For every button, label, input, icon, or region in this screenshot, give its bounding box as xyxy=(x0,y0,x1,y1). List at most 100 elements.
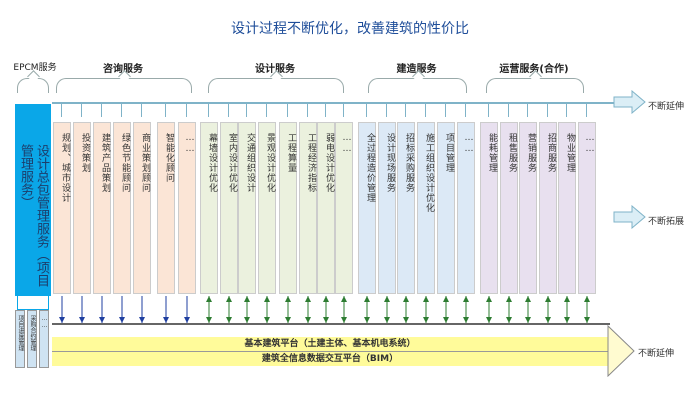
extend-label-top: 不断延伸 xyxy=(648,102,685,112)
service-column: …… xyxy=(457,122,475,294)
service-column: 绿色节能顾问 xyxy=(113,122,131,294)
double-arrow-icon xyxy=(584,296,590,323)
double-arrow-icon xyxy=(423,296,429,323)
service-column: 商业策划顾问 xyxy=(133,122,151,294)
service-column: 工程经济指标 xyxy=(299,122,317,294)
service-column: 交通组织设计 xyxy=(238,122,256,294)
timeline-tick xyxy=(121,103,122,117)
service-column: 弱电设计优化 xyxy=(317,122,335,294)
timeline-tick xyxy=(488,103,489,117)
down-arrow-icon xyxy=(119,296,125,323)
double-arrow-icon xyxy=(384,296,390,323)
timeline-tick xyxy=(165,103,166,117)
timeline-tick xyxy=(325,103,326,117)
timeline-tick xyxy=(186,103,187,117)
expand-label: 不断拓展 xyxy=(648,217,685,227)
timeline xyxy=(52,102,617,104)
timeline-tick xyxy=(547,103,548,117)
epcm-sub-item: …… xyxy=(39,310,49,368)
epcm-main-box: 设计总包管理服务（项目管理服务） xyxy=(15,104,51,296)
service-column: …… xyxy=(335,122,353,294)
service-column: 智能化顾问 xyxy=(157,122,175,294)
down-arrow-icon xyxy=(139,296,145,323)
group-brace xyxy=(368,78,467,93)
service-column: 全过程造价管理 xyxy=(358,122,376,294)
double-arrow-icon xyxy=(403,296,409,323)
down-arrow-icon xyxy=(99,296,105,323)
group-heading: 建造服务 xyxy=(396,64,437,75)
timeline-tick xyxy=(307,103,308,117)
double-arrow-icon xyxy=(226,296,232,323)
timeline-tick xyxy=(228,103,229,117)
down-arrow-icon xyxy=(79,296,85,323)
timeline-tick xyxy=(208,103,209,117)
timeline-tick xyxy=(386,103,387,117)
extend-arrow-icon xyxy=(613,90,646,114)
down-arrow-icon xyxy=(184,296,190,323)
group-brace xyxy=(208,78,344,93)
double-arrow-icon xyxy=(285,296,291,323)
platform-basic: 基本建筑平台（土建主体、基本机电系统） xyxy=(52,337,608,351)
epcm-sub-item: 采购合约管理 xyxy=(27,310,37,368)
down-arrow-icon xyxy=(59,296,65,323)
timeline-tick xyxy=(266,103,267,117)
timeline-tick xyxy=(445,103,446,117)
service-column: …… xyxy=(578,122,596,294)
double-arrow-icon xyxy=(525,296,531,323)
timeline-tick xyxy=(527,103,528,117)
service-column: 工程算量 xyxy=(279,122,297,294)
double-arrow-icon xyxy=(264,296,270,323)
extend-label-bottom: 不断延伸 xyxy=(638,349,675,359)
double-arrow-icon xyxy=(244,296,250,323)
service-column: 规划、城市设计 xyxy=(53,122,71,294)
service-column: …… xyxy=(178,122,196,294)
service-column: 室内设计优化 xyxy=(220,122,238,294)
timeline-tick xyxy=(141,103,142,117)
double-arrow-icon xyxy=(463,296,469,323)
service-column: 建筑产品策划 xyxy=(93,122,111,294)
service-column: 景观设计优化 xyxy=(258,122,276,294)
epcm-main-label: 设计总包管理服务（项目管理服务） xyxy=(18,144,49,287)
platform-arrow-icon xyxy=(607,325,635,377)
service-column: 招商服务 xyxy=(539,122,557,294)
platform-connector-line xyxy=(52,323,610,325)
epcm-sub-item: 项目进度管理 xyxy=(15,310,25,368)
double-arrow-icon xyxy=(341,296,347,323)
timeline-tick xyxy=(586,103,587,117)
group-heading: 设计服务 xyxy=(255,64,295,75)
service-column: 租售服务 xyxy=(500,122,518,294)
double-arrow-icon xyxy=(305,296,311,323)
epcm-connector xyxy=(17,296,49,310)
timeline-tick xyxy=(566,103,567,117)
double-arrow-icon xyxy=(506,296,512,323)
group-heading: 咨询服务 xyxy=(103,64,143,75)
service-column: 设计现场服务 xyxy=(378,122,396,294)
double-arrow-icon xyxy=(545,296,551,323)
double-arrow-icon xyxy=(486,296,492,323)
double-arrow-icon xyxy=(323,296,329,323)
timeline-tick xyxy=(366,103,367,117)
platform-divider xyxy=(52,351,608,352)
timeline-tick xyxy=(425,103,426,117)
service-column: 投资策划 xyxy=(73,122,91,294)
platform-bim: 建筑全信息数据交互平台（BIM） xyxy=(52,352,608,366)
group-heading: 运营服务(合作) xyxy=(499,64,569,75)
timeline-tick xyxy=(405,103,406,117)
timeline-tick xyxy=(81,103,82,117)
timeline-tick xyxy=(101,103,102,117)
group-brace xyxy=(56,78,192,93)
epcm-heading: EPCM服务 xyxy=(13,63,57,73)
service-column: 营销服务 xyxy=(519,122,537,294)
service-column: 物业管理 xyxy=(558,122,576,294)
double-arrow-icon xyxy=(364,296,370,323)
diagram-title: 设计过程不断优化，改善建筑的性价比 xyxy=(231,21,469,37)
timeline-tick xyxy=(465,103,466,117)
group-brace xyxy=(486,78,584,93)
timeline-tick xyxy=(287,103,288,117)
expand-arrow-icon xyxy=(613,205,646,229)
service-column: 施工组织设计优化 xyxy=(417,122,435,294)
down-arrow-icon xyxy=(163,296,169,323)
double-arrow-icon xyxy=(564,296,570,323)
double-arrow-icon xyxy=(443,296,449,323)
